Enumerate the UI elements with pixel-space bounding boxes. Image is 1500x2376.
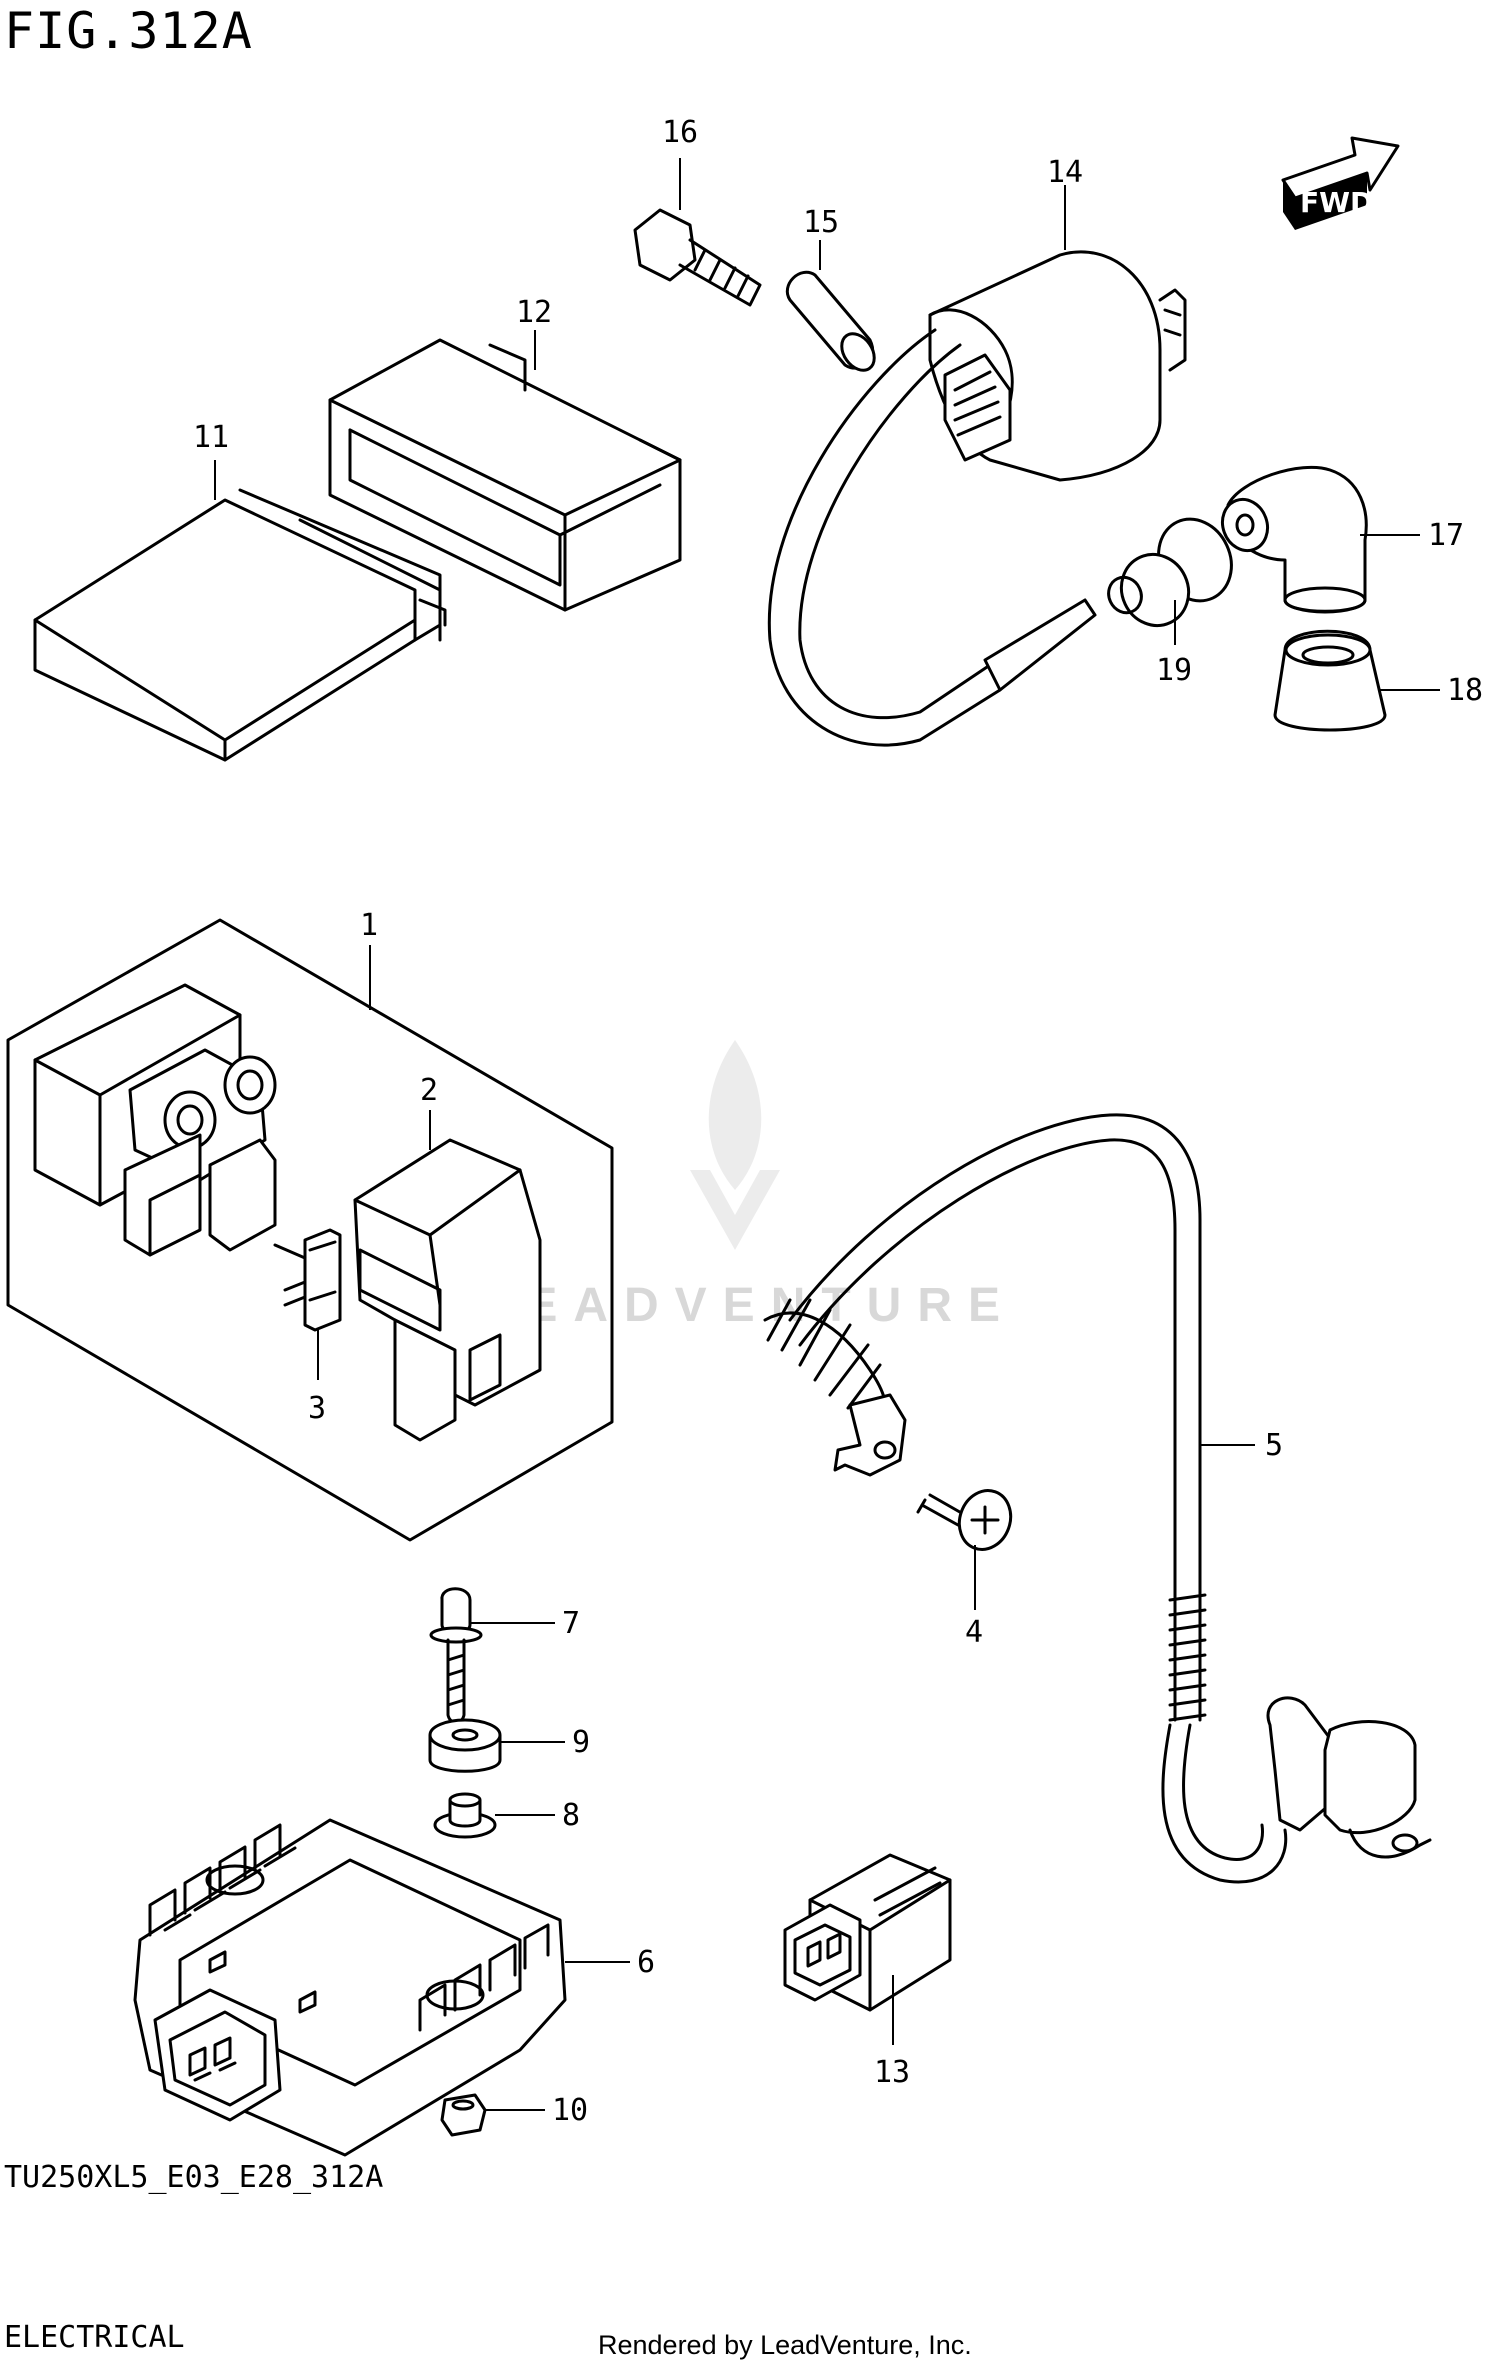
part-13-connector	[783, 1853, 952, 2012]
callout-7: 7	[562, 1606, 580, 1641]
callout-11: 11	[193, 420, 229, 455]
part-5-cable	[763, 1113, 1432, 1884]
callout-1: 1	[360, 908, 378, 943]
callout-2: 2	[420, 1073, 438, 1108]
starter-relay	[33, 983, 277, 1257]
part-3-fuse	[273, 1228, 342, 1332]
part-12-ecm-cover	[328, 338, 682, 612]
rendered-by-credit: Rendered by LeadVenture, Inc.	[598, 2330, 972, 2360]
fwd-label: FWD	[1300, 186, 1373, 219]
model-code: TU250XL5_E03_E28_312A	[4, 2160, 384, 2195]
part-19-grommet	[1107, 517, 1233, 627]
callout-19: 19	[1156, 653, 1192, 688]
watermark-text: LEADVENTURE	[480, 1279, 1017, 1332]
callout-16: 16	[662, 115, 698, 150]
callout-10: 10	[552, 2093, 588, 2128]
part-16-bolt	[633, 208, 762, 307]
callout-numbers: 16 15 14 12 11 17 18 19 1 2 3 5 4 7 9 8 …	[193, 115, 1483, 2128]
part-2-relay-cover	[353, 1138, 542, 1442]
callout-14: 14	[1047, 155, 1083, 190]
part-10-nut	[440, 2093, 487, 2137]
part-1-kit-outline	[6, 918, 614, 1542]
part-18-cap-cover	[1273, 629, 1387, 732]
part-7-bolt	[429, 1587, 483, 1724]
callout-4: 4	[965, 1615, 983, 1650]
callout-17: 17	[1428, 518, 1464, 553]
callout-9: 9	[572, 1725, 590, 1760]
part-17-plug-cap	[1220, 465, 1368, 614]
part-14-ignition-coil	[767, 250, 1187, 747]
callout-5: 5	[1265, 1428, 1283, 1463]
part-8-collar	[433, 1792, 497, 1839]
part-11-ecm	[33, 488, 447, 762]
part-9-cushion	[428, 1718, 502, 1773]
callout-15: 15	[803, 205, 839, 240]
callout-18: 18	[1447, 673, 1483, 708]
callout-13: 13	[874, 2055, 910, 2090]
callout-12: 12	[516, 295, 552, 330]
part-4-screw	[916, 1489, 1013, 1551]
callout-8: 8	[562, 1798, 580, 1833]
watermark-logo-icon	[690, 1040, 780, 1250]
part-15-collar	[785, 270, 876, 372]
fwd-arrow-icon: FWD	[1281, 136, 1400, 230]
figure-title: FIG.312A	[4, 2, 253, 60]
section-name: ELECTRICAL	[4, 2320, 185, 2355]
callout-3: 3	[308, 1391, 326, 1426]
callout-6: 6	[637, 1945, 655, 1980]
part-6-regulator	[133, 1818, 567, 2157]
leader-lines	[214, 158, 1440, 2111]
